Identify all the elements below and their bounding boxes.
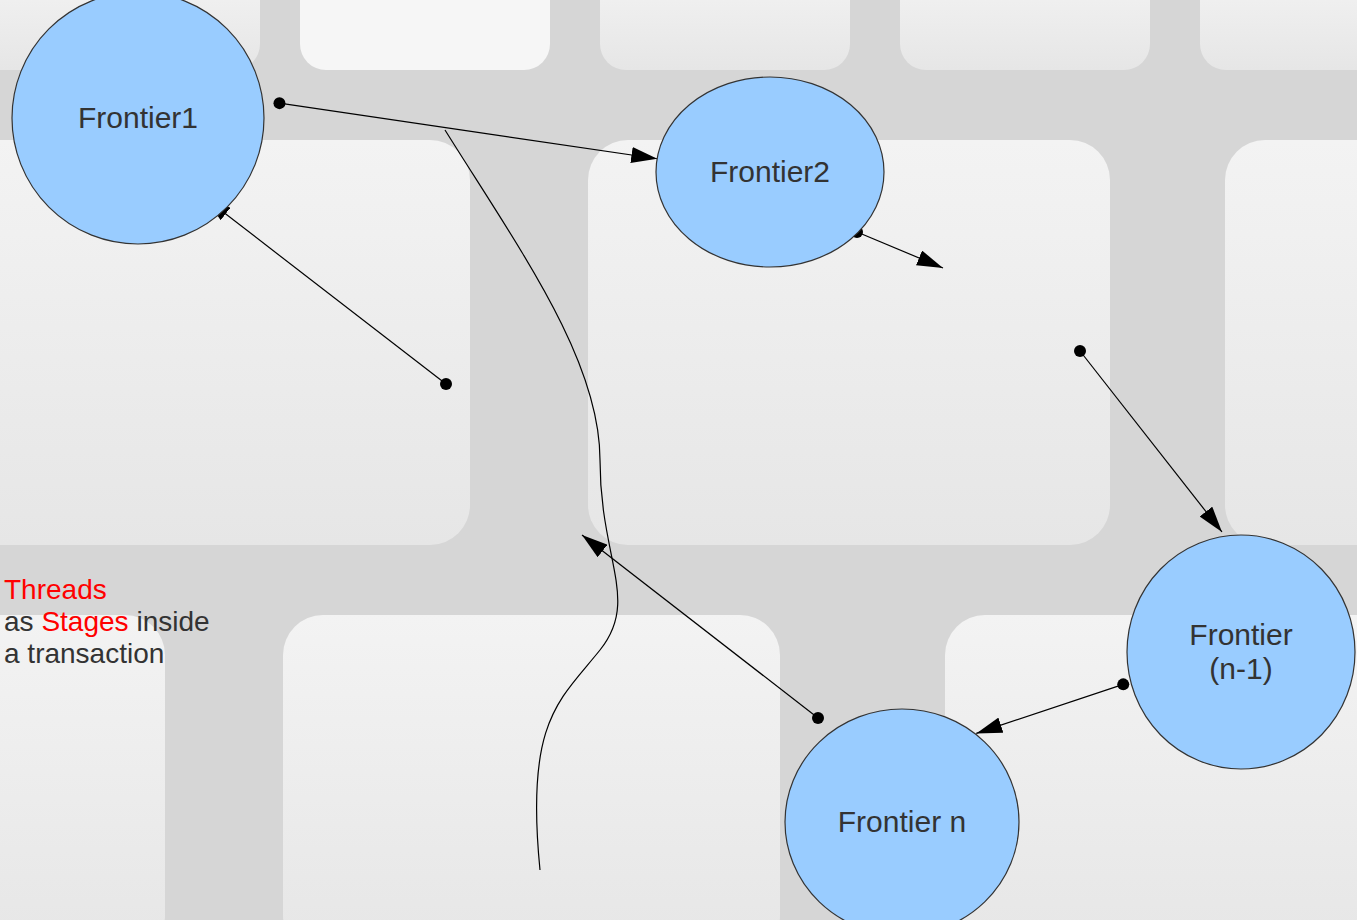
- note-text: inside: [136, 606, 209, 638]
- note-line: asStagesinside: [4, 606, 217, 638]
- dot: [1074, 345, 1086, 357]
- key: [1200, 0, 1357, 70]
- frontier-circle: Frontier1: [11, 0, 265, 245]
- note-text: a transaction: [4, 638, 164, 670]
- circle-shape: [785, 709, 1019, 920]
- note-text: as: [4, 606, 34, 638]
- frontier-circle: Frontier (n-1): [1126, 534, 1356, 770]
- note-line: a transaction: [4, 638, 217, 670]
- flow-arrow: [273, 97, 657, 159]
- flow-arrow: [976, 678, 1129, 733]
- frontier-circle: Frontier2: [655, 76, 885, 268]
- circle-shape: [1127, 535, 1355, 769]
- frontier-label: Frontier n: [838, 805, 966, 840]
- dot: [812, 712, 824, 724]
- note-block: ThreadsasStagesinsidea transaction: [4, 574, 217, 670]
- note-text: Threads: [4, 574, 107, 606]
- circle-body: Frontier1: [11, 0, 265, 245]
- key: [0, 615, 165, 920]
- key: [1225, 140, 1357, 545]
- arrow-line: [976, 684, 1123, 733]
- open-arrow: [1080, 351, 1222, 532]
- dot: [440, 378, 452, 390]
- frontier-label: Frontier1: [78, 101, 198, 136]
- frontier-circle: Frontier n: [784, 708, 1020, 920]
- frontier-label: Frontier (n-1): [1171, 618, 1311, 687]
- open-arrow: [205, 198, 446, 384]
- circle-shape: [656, 77, 884, 267]
- open-arrow: [857, 232, 943, 268]
- tail-dot: [1117, 678, 1129, 690]
- key: [900, 0, 1150, 70]
- circle-shape: [12, 0, 264, 244]
- circle-body: Frontier (n-1): [1126, 534, 1356, 770]
- open-arrow: [582, 535, 818, 718]
- wavy-line: [445, 130, 618, 870]
- key: [283, 615, 780, 920]
- key: [300, 0, 550, 70]
- note-line: Threads: [4, 574, 217, 606]
- tail-dot: [273, 97, 285, 109]
- arrow-line: [279, 103, 657, 159]
- note-text: Stages: [41, 606, 128, 638]
- frontier-label: Frontier2: [710, 155, 830, 190]
- key: [600, 0, 850, 70]
- circle-body: Frontier2: [655, 76, 885, 268]
- circle-body: Frontier n: [784, 708, 1020, 920]
